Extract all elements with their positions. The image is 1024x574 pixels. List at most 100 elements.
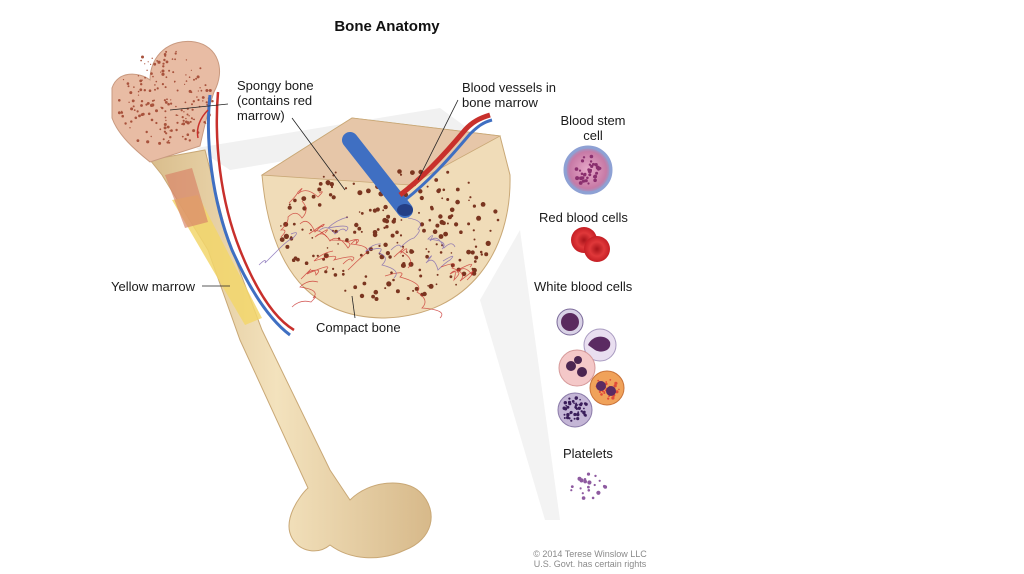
texture-dot [371,294,375,299]
texture-dot [148,89,152,92]
texture-dot [140,59,142,62]
texture-dot [472,204,476,208]
texture-dot [156,60,159,62]
texture-dot [574,167,579,171]
texture-dot [446,170,450,174]
texture-dot [386,281,392,287]
texture-dot [401,245,405,248]
texture-dot [133,109,136,111]
texture-dot [162,62,165,65]
texture-dot [293,198,297,203]
texture-dot [170,129,173,132]
texture-dot [171,58,174,60]
texture-dot [202,100,204,102]
texture-dot [186,113,189,116]
texture-dot [185,59,188,61]
texture-dot [193,118,195,121]
texture-dot [333,273,338,277]
texture-dot [580,159,585,163]
texture-dot [322,175,325,178]
texture-dot [418,268,422,272]
texture-dot [121,114,124,118]
texture-dot [586,472,591,476]
texture-dot [151,103,155,107]
section-artery-in [398,112,491,197]
texture-dot [459,230,463,234]
texture-dot [382,209,385,212]
texture-dot [582,179,586,183]
texture-dot [301,228,304,231]
texture-dot [384,287,387,290]
texture-dot [360,230,363,233]
texture-dot [476,215,482,221]
capillary [258,232,297,266]
texture-dot [455,199,460,205]
texture-dot [373,289,379,295]
section-vein [342,132,413,218]
texture-dot [603,392,606,394]
texture-dot [357,190,363,196]
texture-dot [120,111,124,114]
texture-dot [569,411,572,415]
texture-dot [583,479,587,484]
diagram-title: Bone Anatomy [334,18,440,35]
texture-dot [395,289,400,294]
texture-dot [467,181,470,184]
texture-dot [191,108,194,111]
texture-dot [479,250,483,254]
texture-dot [154,84,156,86]
texture-dot [609,379,612,381]
texture-dot [399,234,403,237]
texture-dot [163,99,166,102]
texture-dot [473,260,477,263]
leader-vessels [417,99,459,181]
texture-dot [575,406,578,410]
texture-dot [174,52,177,55]
texture-dot [176,89,179,92]
texture-dot [485,240,491,246]
texture-dot [441,197,444,200]
texture-dot [442,188,446,192]
texture-dot [571,400,575,403]
capillary [440,263,474,282]
texture-dot [285,244,290,249]
texture-dot [167,140,170,142]
texture-dot [121,110,123,113]
texture-dot [169,130,171,132]
texture-dot [390,233,395,238]
texture-dot [165,76,168,79]
texture-dot [140,100,144,103]
texture-dot [484,252,489,257]
texture-dot [426,185,429,188]
texture-dot [470,250,475,255]
label-blood-vessels: Blood vessels in bone marrow [462,80,556,110]
texture-dot [421,198,424,201]
texture-dot [595,171,599,175]
capillary [427,235,456,250]
texture-dot [161,83,164,86]
texture-dot [204,122,207,124]
texture-dot [368,208,372,212]
texture-dot [145,130,148,134]
texture-dot [197,98,200,102]
texture-dot [594,163,598,167]
texture-dot [593,483,596,487]
texture-dot [480,253,483,256]
texture-dot [190,117,193,120]
texture-dot [185,120,188,124]
texture-dot [147,61,149,63]
texture-dot [279,237,285,243]
texture-dot [153,62,157,66]
texture-dot [594,474,597,478]
texture-dot [150,72,153,75]
texture-dot [177,114,179,116]
label-platelets: Platelets [563,446,613,461]
texture-dot [140,113,144,116]
texture-dot [577,476,582,481]
texture-dot [575,176,580,181]
texture-dot [589,160,593,163]
texture-dot [163,53,167,56]
texture-dot [418,189,423,194]
texture-dot [611,396,615,400]
